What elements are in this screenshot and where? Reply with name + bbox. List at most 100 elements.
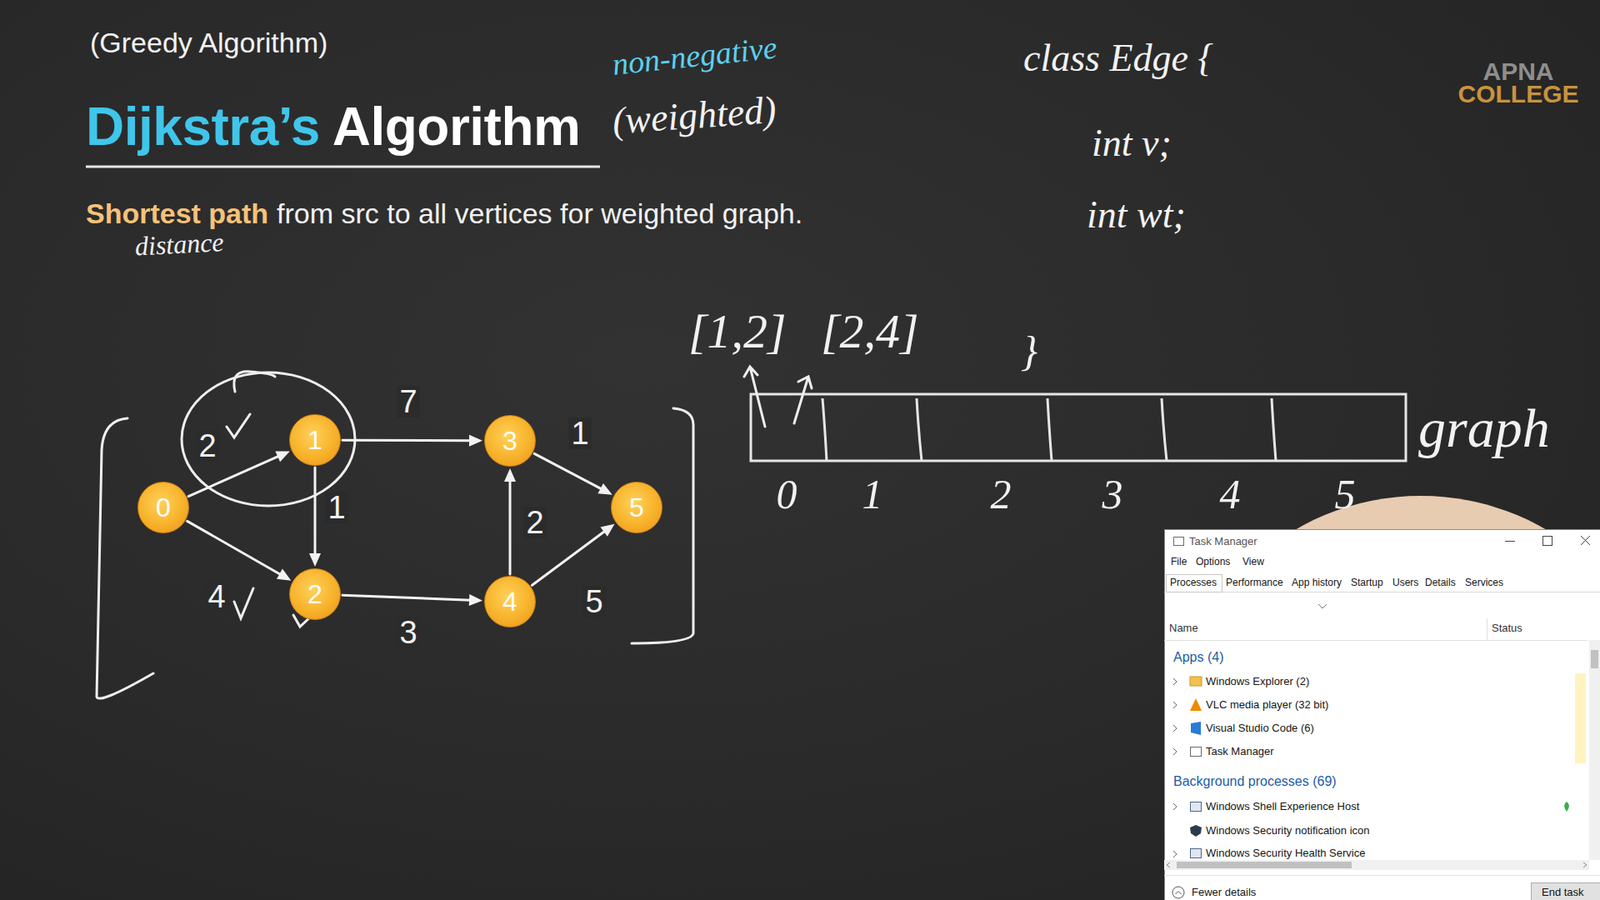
- edge-weight: 7: [396, 385, 420, 418]
- tab: Details: [1425, 577, 1456, 590]
- edge-weight: 2: [523, 506, 546, 539]
- graph-vertex: 2: [289, 568, 341, 620]
- pointer-arrow: [794, 376, 812, 424]
- app-icon: [1174, 537, 1185, 546]
- chalk-note: distance: [134, 226, 225, 262]
- graph-vertex: 5: [610, 481, 663, 534]
- vertex-label: 3: [502, 427, 518, 455]
- vertex-label: 2: [307, 580, 323, 608]
- chalk-note: (weighted): [610, 88, 778, 144]
- edge-line: [342, 595, 471, 600]
- array-divider: [822, 398, 1276, 461]
- edge-line: [534, 453, 602, 490]
- collapse-icon: [1172, 886, 1185, 899]
- check-mark: [226, 414, 250, 438]
- highlight-loop: [181, 372, 355, 506]
- vertex-label: 5: [629, 494, 645, 521]
- scrollbar-track: [1164, 860, 1590, 870]
- group-heading: Apps (4): [1173, 650, 1224, 665]
- tab: Users: [1392, 577, 1419, 590]
- maximize-button: [1543, 536, 1553, 546]
- array-name: graph: [1418, 396, 1550, 460]
- menu-item: File: [1170, 556, 1187, 569]
- code-note: int wt;: [1086, 193, 1186, 238]
- edge-line: [188, 455, 280, 496]
- edge-line: [187, 520, 282, 575]
- weighted-edge: [534, 453, 613, 495]
- arrow-head: [275, 450, 290, 462]
- process-row: Task Manager: [1205, 745, 1275, 759]
- tab: Services: [1465, 577, 1504, 590]
- watermark: COLLEGE: [1457, 80, 1579, 110]
- definition-term: Shortest path: [85, 197, 269, 230]
- title-underline: [85, 165, 600, 169]
- close-button: [1580, 535, 1590, 545]
- tab: Processes: [1170, 577, 1217, 590]
- edge-weight: 4: [205, 580, 228, 613]
- vertex-label: 4: [502, 588, 518, 615]
- edge-weight: 2: [195, 430, 219, 462]
- expand-chevron: [1173, 678, 1177, 858]
- arrow-head: [469, 435, 483, 447]
- weighted-edge: [187, 520, 292, 580]
- code-note: }: [1020, 327, 1038, 376]
- menu-item: View: [1242, 556, 1265, 569]
- edge-weight: 5: [582, 585, 605, 618]
- sort-chevron: [1318, 604, 1327, 609]
- arrow-head: [469, 594, 483, 606]
- scrollbar-track: [1589, 640, 1600, 860]
- scroll-arrow: [1166, 862, 1587, 868]
- definition-text: from src to all vertices for weighted gr…: [276, 197, 803, 230]
- process-icon: [1190, 802, 1202, 812]
- array-box: [750, 394, 1406, 461]
- edge-pair: [2,4]: [820, 304, 920, 360]
- edge-line: [314, 467, 317, 555]
- slide-title: Dijkstra’s Algorithm: [85, 96, 580, 159]
- arrow-head: [504, 468, 516, 482]
- code-note: class Edge {: [1023, 36, 1214, 81]
- process-icon: [1190, 849, 1202, 859]
- graph-vertex: 3: [484, 415, 536, 467]
- column-header: Name: [1169, 622, 1199, 635]
- window-title: Task Manager: [1189, 535, 1258, 548]
- array-index: 0: [776, 470, 798, 520]
- footer-link: Fewer details: [1191, 886, 1256, 900]
- edge-weight: 3: [396, 616, 420, 649]
- process-row: Windows Shell Experience Host: [1205, 800, 1360, 814]
- edge-line: [531, 530, 605, 585]
- weighted-edge: [309, 467, 321, 567]
- active-tab: [1166, 575, 1223, 593]
- graph-vertex: 1: [289, 414, 341, 466]
- arrow-head: [600, 524, 615, 537]
- chalk-note: non-negative: [610, 30, 780, 84]
- footer-line: [1164, 875, 1600, 876]
- process-row: Windows Security notification icon: [1205, 825, 1370, 838]
- menu-item: Options: [1195, 556, 1230, 569]
- check-mark: [234, 588, 254, 619]
- edge-line: [342, 439, 471, 443]
- arrow-head: [309, 553, 321, 567]
- collapse-icon: [1175, 891, 1182, 895]
- tab: Performance: [1225, 577, 1284, 590]
- status-highlight: [1575, 673, 1586, 764]
- header-line: [1164, 640, 1588, 641]
- weighted-edge: [342, 435, 483, 447]
- subtitle: (Greedy Algorithm): [90, 26, 328, 60]
- group-heading: Background processes (69): [1173, 774, 1337, 790]
- array-index: 4: [1220, 470, 1241, 520]
- vertex-label: 1: [307, 426, 323, 454]
- process-row: VLC media player (32 bit): [1205, 699, 1329, 712]
- edge-pair: [1,2]: [688, 304, 787, 360]
- tab-line: [1164, 591, 1600, 593]
- graph-vertex: 4: [484, 575, 536, 628]
- vertex-label: 0: [155, 494, 171, 521]
- button-label: End task: [1541, 885, 1590, 900]
- end-task-button: End task: [1530, 882, 1600, 900]
- explorer-icon: [1190, 676, 1202, 686]
- edge-line: [509, 480, 512, 575]
- code-note: int v;: [1091, 121, 1172, 166]
- arrow-head: [597, 483, 612, 495]
- arrow-head: [276, 569, 291, 581]
- process-row: Windows Explorer (2): [1205, 675, 1310, 689]
- minimize-button: [1505, 540, 1515, 542]
